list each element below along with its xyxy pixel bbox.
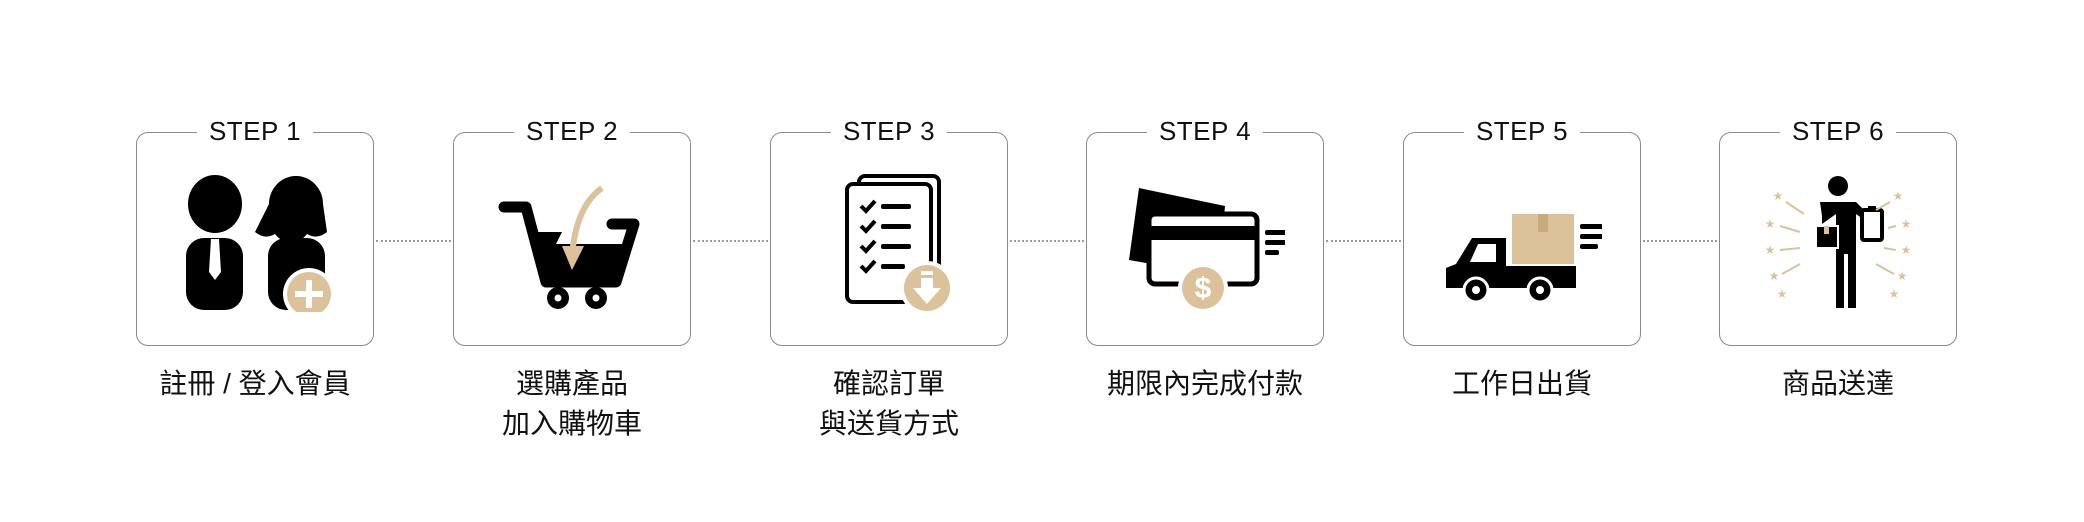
svg-text:★: ★ — [1773, 189, 1784, 203]
caption-line: 商品送達 — [1781, 368, 1894, 399]
dotted-connector — [376, 240, 451, 242]
dotted-connector — [693, 240, 768, 242]
cart-add-icon — [498, 185, 640, 309]
step-caption: 確認訂單與送貨方式 — [730, 364, 1048, 444]
delivery-man-icon: ★ ★ ★ ★ ★ ★ ★ ★ ★ ★ — [1765, 176, 1912, 308]
caption-line: 期限內完成付款 — [1106, 368, 1303, 399]
svg-text:★: ★ — [1765, 243, 1776, 257]
svg-text:$: $ — [1195, 272, 1212, 305]
step-label: STEP 4 — [1146, 115, 1264, 147]
users-add-icon — [186, 175, 335, 312]
step-6: STEP 6 ★ ★ ★ ★ ★ ★ ★ ★ ★ ★ 商品送達 — [1719, 115, 1957, 399]
caption-line: 註冊 / 登入會員 — [159, 368, 351, 399]
caption-line: 確認訂單 — [832, 368, 945, 399]
step-2: STEP 2 選購產品加入購物車 — [453, 115, 691, 439]
step-caption: 商品送達 — [1679, 364, 1997, 404]
delivery-truck-icon — [1446, 214, 1602, 304]
step-3: STEP 3 確認訂單與送貨方式 — [770, 115, 1008, 439]
step-5: STEP 5 工作日出貨 — [1403, 115, 1641, 399]
step-4: STEP 4 $ 期限內完成付款 — [1086, 115, 1324, 399]
svg-text:★: ★ — [1897, 269, 1908, 283]
step-caption: 工作日出貨 — [1363, 364, 1681, 404]
svg-text:★: ★ — [1765, 217, 1776, 231]
step-label: STEP 6 — [1779, 115, 1897, 147]
step-caption: 註冊 / 登入會員 — [96, 364, 414, 404]
credit-card-payment-icon: $ — [1129, 188, 1285, 312]
dotted-connector — [1010, 240, 1084, 242]
step-caption: 選購產品加入購物車 — [413, 364, 731, 444]
caption-line: 選購產品 — [515, 368, 628, 399]
svg-text:★: ★ — [1901, 217, 1912, 231]
step-1: STEP 1 註冊 / 登入會員 — [136, 115, 374, 399]
step-label: STEP 1 — [196, 115, 314, 147]
caption-line: 加入購物車 — [501, 408, 642, 439]
dotted-connector — [1643, 240, 1717, 242]
step-label: STEP 2 — [513, 115, 631, 147]
step-label: STEP 5 — [1463, 115, 1581, 147]
step-caption: 期限內完成付款 — [1046, 364, 1364, 404]
svg-text:★: ★ — [1901, 243, 1912, 257]
svg-text:★: ★ — [1889, 287, 1900, 301]
step-label: STEP 3 — [830, 115, 948, 147]
svg-text:★: ★ — [1893, 189, 1904, 203]
caption-line: 與送貨方式 — [818, 408, 959, 439]
svg-text:★: ★ — [1777, 287, 1788, 301]
svg-text:★: ★ — [1769, 269, 1780, 283]
caption-line: 工作日出貨 — [1451, 368, 1592, 399]
dotted-connector — [1326, 240, 1401, 242]
checklist-icon — [845, 174, 954, 312]
